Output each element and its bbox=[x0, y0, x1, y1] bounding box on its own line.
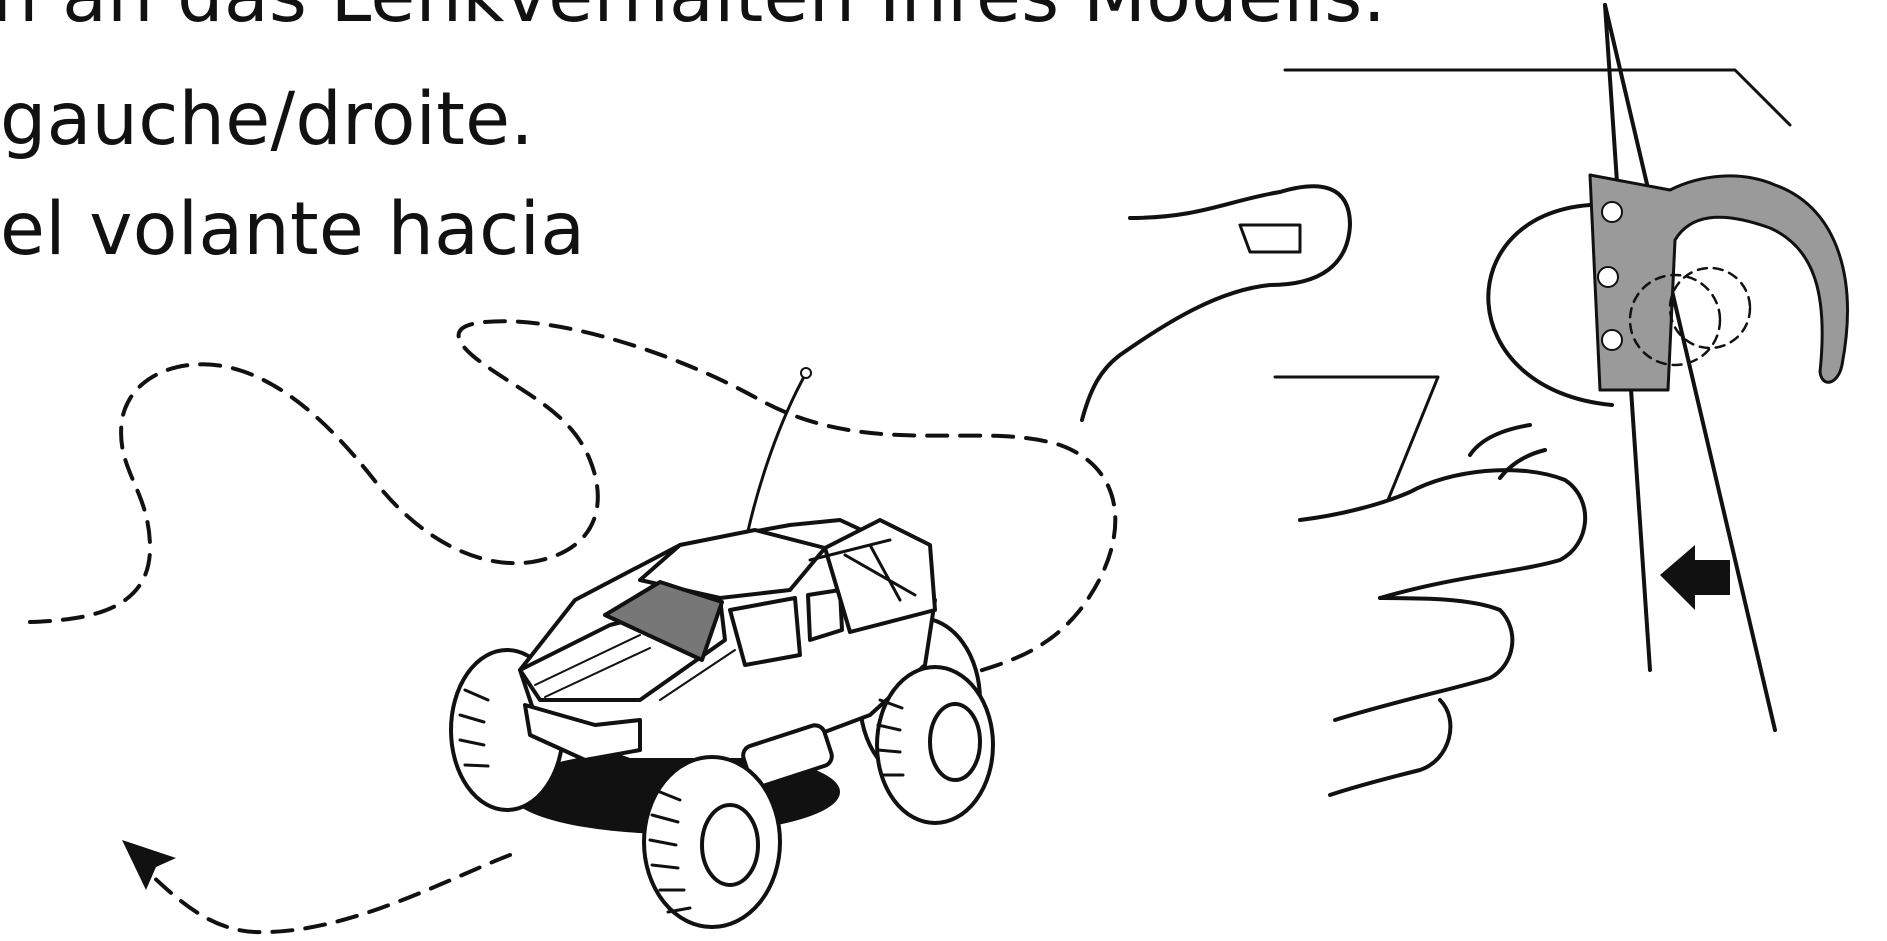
hand-middle-finger bbox=[1335, 598, 1512, 720]
trigger-hole-2 bbox=[1598, 267, 1618, 287]
callout-line-upper bbox=[1285, 70, 1790, 125]
truck-side-window-2 bbox=[808, 590, 842, 640]
antenna-tip bbox=[801, 368, 811, 378]
hand-thumb bbox=[1082, 186, 1350, 420]
trigger-hole-1 bbox=[1602, 202, 1622, 222]
transmitter-illustration bbox=[1082, 5, 1847, 795]
instruction-text-french: gauche/droite. bbox=[0, 83, 534, 156]
rc-monster-truck bbox=[451, 368, 993, 927]
trigger-hole-3 bbox=[1602, 330, 1622, 350]
instruction-text-german: n an das Lenkverhalten Ihres Modells. bbox=[0, 0, 1386, 33]
path-arrowhead-icon bbox=[122, 840, 176, 890]
thumb-nail bbox=[1240, 225, 1300, 252]
truck-wheel-front-right-hub bbox=[930, 704, 980, 780]
instruction-text-spanish: el volante hacia bbox=[0, 193, 585, 266]
truck-wheel-front-left-hub bbox=[702, 805, 758, 885]
left-arrow-icon bbox=[1660, 545, 1730, 610]
truck-side-window bbox=[730, 598, 800, 665]
callout-line-lower bbox=[1275, 377, 1438, 500]
hand-index-finger bbox=[1300, 470, 1585, 598]
steering-trigger-lever bbox=[1590, 175, 1847, 390]
